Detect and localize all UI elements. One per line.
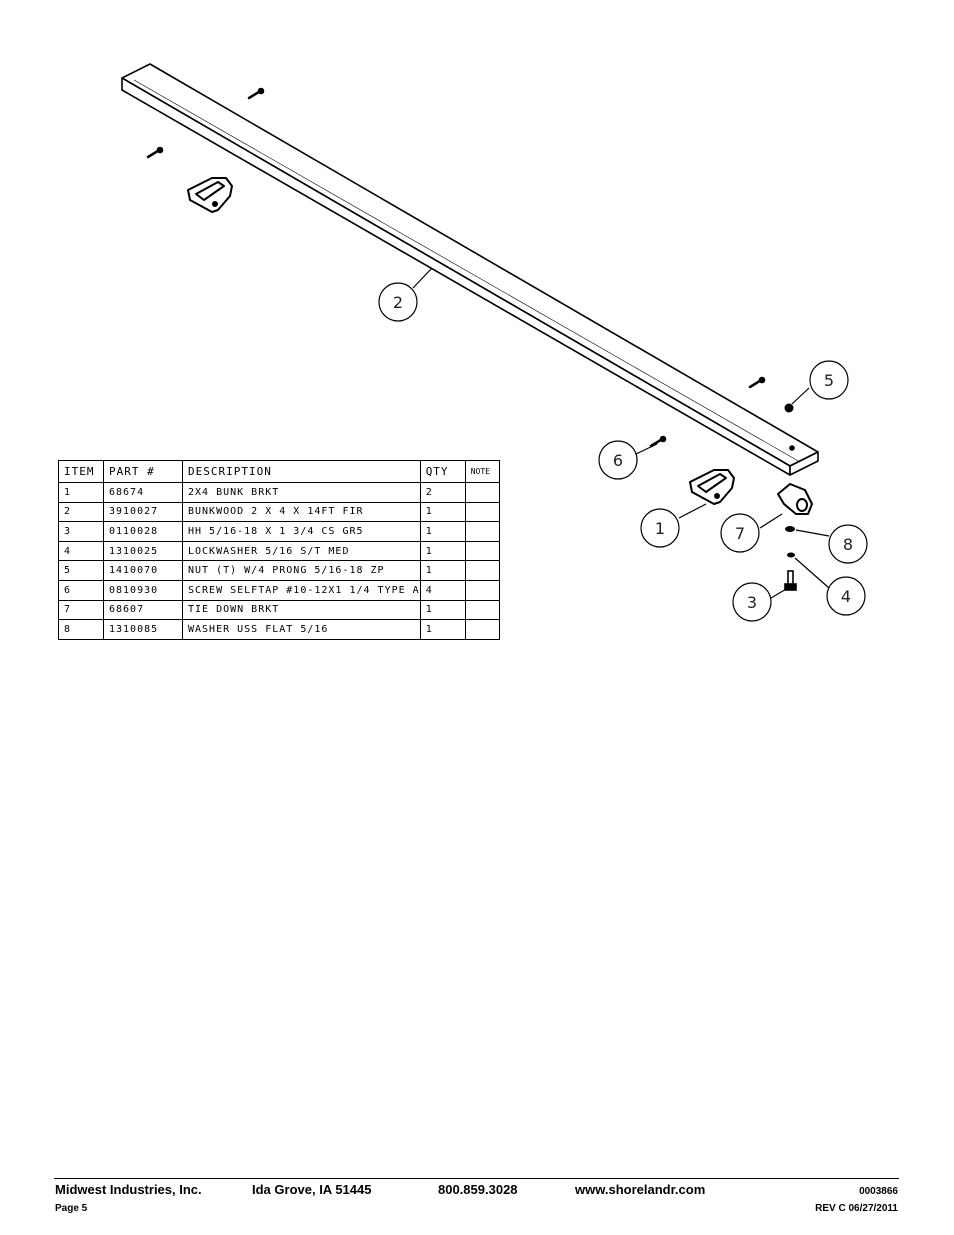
cell-qty: 4: [419, 579, 466, 601]
cell-description: 2X4 BUNK BRKT: [182, 482, 421, 503]
header-note: NOTE: [464, 460, 500, 483]
header-part: PART #: [103, 460, 183, 483]
header-item: ITEM: [58, 460, 104, 483]
cell-part: 0110028: [103, 521, 183, 542]
footer-doc-number: 0003866: [859, 1186, 898, 1197]
cell-qty: 1: [419, 540, 466, 562]
table-row: 2 3910027 BUNKWOOD 2 X 4 X 14FT FIR 1: [58, 501, 500, 523]
cell-item: 5: [58, 560, 104, 581]
callout-8: 8: [828, 524, 868, 564]
tie-down-bracket: [777, 483, 813, 515]
svg-text:7: 7: [735, 524, 745, 543]
exploded-assembly-diagram: 1 2 3 4 5 6 7 8: [121, 63, 868, 622]
screw-6-d: [649, 435, 667, 448]
footer-revision: REV C 06/27/2011: [815, 1203, 898, 1214]
t-nut: [784, 403, 794, 413]
callout-3: 3: [732, 582, 772, 622]
table-row: 1 68674 2X4 BUNK BRKT 2: [58, 482, 500, 503]
table-row: 3 0110028 HH 5/16-18 X 1 3/4 CS GR5 1: [58, 521, 500, 542]
footer-company: Midwest Industries, Inc.: [55, 1182, 202, 1197]
callout-6: 6: [598, 440, 638, 480]
callout-1: 1: [640, 508, 680, 548]
cell-item: 7: [58, 599, 104, 621]
cell-description: NUT (T) W/4 PRONG 5/16-18 ZP: [182, 560, 421, 581]
callout-2: 2: [378, 282, 418, 322]
svg-text:3: 3: [747, 593, 757, 612]
callout-7: 7: [720, 513, 760, 553]
callout-4: 4: [826, 576, 866, 616]
table-row: 6 0810930 SCREW SELFTAP #10-12X1 1/4 TYP…: [58, 579, 500, 601]
cell-part: 68607: [103, 599, 183, 621]
header-description: DESCRIPTION: [182, 460, 421, 483]
hex-bolt: [784, 570, 797, 591]
cell-item: 3: [58, 521, 104, 542]
svg-text:1: 1: [655, 519, 665, 538]
cell-description: WASHER USS FLAT 5/16: [182, 619, 421, 640]
cell-qty: 1: [419, 619, 466, 640]
flat-washer: [785, 526, 795, 532]
screw-6-c: [748, 376, 766, 389]
cell-item: 6: [58, 579, 104, 601]
footer-location: Ida Grove, IA 51445: [252, 1182, 372, 1197]
callout-5: 5: [809, 360, 849, 400]
svg-text:8: 8: [843, 535, 853, 554]
cell-description: TIE DOWN BRKT: [182, 599, 421, 621]
cell-part: 1310025: [103, 540, 183, 562]
parts-list-table: ITEM PART # DESCRIPTION QTY NOTE 1 68674…: [58, 460, 500, 640]
cell-part: 68674: [103, 482, 183, 503]
svg-text:4: 4: [841, 587, 851, 606]
svg-text:5: 5: [824, 371, 834, 390]
screw-6-a: [247, 87, 265, 100]
cell-part: 0810930: [103, 579, 183, 601]
table-row: 5 1410070 NUT (T) W/4 PRONG 5/16-18 ZP 1: [58, 560, 500, 581]
cell-qty: 2: [419, 482, 466, 503]
bunk-bracket-lower: [689, 469, 735, 505]
lockwasher: [787, 552, 795, 558]
cell-qty: 1: [419, 501, 466, 523]
cell-note: [464, 579, 500, 601]
cell-note: [464, 599, 500, 621]
cell-description: BUNKWOOD 2 X 4 X 14FT FIR: [182, 501, 421, 523]
cell-note: [464, 482, 500, 503]
footer-page-number: Page 5: [55, 1203, 88, 1214]
table-row: 8 1310085 WASHER USS FLAT 5/16 1: [58, 619, 500, 640]
cell-part: 3910027: [103, 501, 183, 523]
bunk-board: [121, 63, 819, 476]
table-row: 7 68607 TIE DOWN BRKT 1: [58, 599, 500, 621]
cell-item: 1: [58, 482, 104, 503]
cell-description: HH 5/16-18 X 1 3/4 CS GR5: [182, 521, 421, 542]
cell-qty: 1: [419, 521, 466, 542]
svg-text:6: 6: [613, 451, 623, 470]
footer-phone: 800.859.3028: [438, 1182, 518, 1197]
cell-item: 8: [58, 619, 104, 640]
leader-lines: [412, 267, 830, 599]
cell-note: [464, 521, 500, 542]
cell-item: 4: [58, 540, 104, 562]
screw-6-b: [146, 146, 164, 159]
cell-item: 2: [58, 501, 104, 523]
cell-description: SCREW SELFTAP #10-12X1 1/4 TYPE A: [182, 579, 421, 601]
footer-divider: [54, 1178, 899, 1179]
bunk-bracket-upper: [187, 177, 233, 213]
cell-qty: 1: [419, 560, 466, 581]
footer-website[interactable]: www.shorelandr.com: [575, 1182, 706, 1197]
cell-note: [464, 560, 500, 581]
table-row: 4 1310025 LOCKWASHER 5/16 S/T MED 1: [58, 540, 500, 562]
cell-description: LOCKWASHER 5/16 S/T MED: [182, 540, 421, 562]
header-qty: QTY: [419, 460, 466, 483]
cell-part: 1310085: [103, 619, 183, 640]
svg-text:2: 2: [393, 293, 403, 312]
cell-qty: 1: [419, 599, 466, 621]
cell-note: [464, 619, 500, 640]
cell-part: 1410070: [103, 560, 183, 581]
cell-note: [464, 501, 500, 523]
table-header-row: ITEM PART # DESCRIPTION QTY NOTE: [58, 460, 500, 483]
cell-note: [464, 540, 500, 562]
